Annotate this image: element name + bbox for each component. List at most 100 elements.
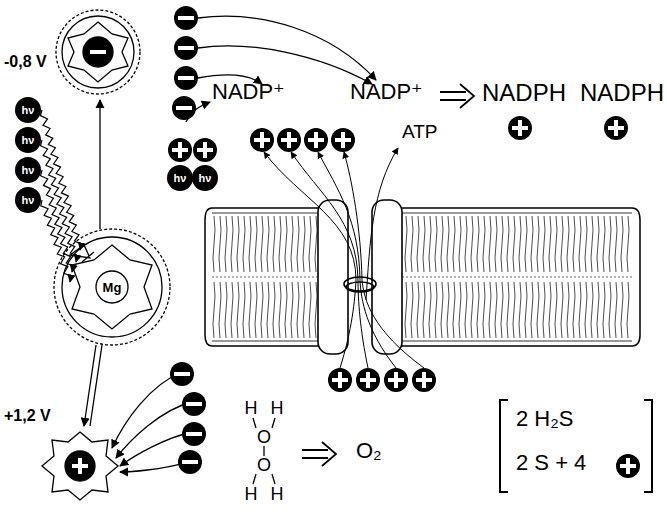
electron-symbol [174, 36, 198, 60]
molecule-label: NADP⁺ [350, 81, 423, 103]
lipid-tail [483, 216, 485, 338]
lipid-tail [489, 216, 491, 338]
atom-label: H [271, 399, 284, 417]
lipid-tail [615, 216, 617, 338]
sign-bar [186, 432, 202, 436]
lipid-tail [585, 216, 587, 338]
lipid-tail [225, 216, 227, 338]
photon-disk [15, 187, 41, 213]
electron-symbol [170, 362, 194, 386]
sign-bar [178, 46, 194, 50]
sign-bar [182, 460, 198, 464]
lipid-tail [315, 216, 317, 338]
atom-label: H [245, 485, 258, 503]
lipid-tail [603, 216, 605, 338]
lipid-tail [279, 216, 281, 338]
lipid-tail [537, 216, 539, 338]
proton-symbol [328, 368, 352, 392]
lipid-tail [525, 216, 527, 338]
lipid-tail [477, 216, 479, 338]
lipid-tail [567, 216, 569, 338]
electron-symbol [174, 6, 198, 30]
molecule-label: NADPH [580, 81, 664, 105]
proton-symbol [356, 368, 380, 392]
lipid-tail [549, 216, 551, 338]
lipid-tail [531, 216, 533, 338]
photon-disk [15, 157, 41, 183]
lipid-tail [465, 216, 467, 338]
lipid-tail [459, 216, 461, 338]
proton-symbol [604, 116, 628, 140]
sign-bar [287, 132, 291, 148]
atom-label: H [245, 399, 258, 417]
lipid-tail [243, 216, 245, 338]
photon-label: hν [199, 173, 212, 184]
electron-symbol [182, 392, 206, 416]
lipid-tail [309, 216, 311, 338]
proton-symbol [384, 368, 408, 392]
photon-label: hν [22, 165, 35, 176]
proton-symbol [616, 454, 640, 478]
potential-label: +1,2 V [4, 408, 51, 424]
lipid-tail [249, 216, 251, 338]
light-ray [41, 170, 74, 272]
molecule-label: ATP [402, 122, 438, 141]
formula-label: 2 H₂S [516, 408, 573, 430]
lipid-tail [609, 216, 611, 338]
light-ray [41, 140, 78, 262]
lipid-tail [441, 216, 443, 338]
sign-bar [178, 76, 194, 80]
proton-symbol [250, 128, 274, 152]
sign-bar [186, 402, 202, 406]
lipid-tail [513, 216, 515, 338]
molecule-label: NADP⁺ [212, 81, 285, 103]
reaction-arrow [302, 84, 474, 466]
molecule-label: NADPH [482, 81, 566, 105]
lipid-tail [405, 216, 407, 338]
element-label: Mg [103, 281, 122, 294]
photon-label: hν [22, 105, 35, 116]
sign-bar [338, 372, 342, 388]
sign-bar [518, 120, 522, 136]
proton-symbol [412, 368, 436, 392]
lipid-tail [297, 216, 299, 338]
proton-symbol [508, 116, 532, 140]
lipid-tail [543, 216, 545, 338]
sign-bar [178, 16, 194, 20]
photon-disk [167, 165, 193, 191]
lipid-tail [255, 216, 257, 338]
atom-label: H [271, 485, 284, 503]
sign-bar [341, 132, 345, 148]
lipid-tail [573, 216, 575, 338]
photon-label: hν [22, 195, 35, 206]
lipid-tail [447, 216, 449, 338]
lipid-tail [261, 216, 263, 338]
lipid-tail [591, 216, 593, 338]
proton-symbol [193, 138, 217, 162]
lipid-tail [219, 216, 221, 338]
lipid-tail [231, 216, 233, 338]
ions [15, 6, 640, 478]
electron-symbol [172, 96, 196, 120]
photon-label: hν [22, 135, 35, 146]
electron-symbol [182, 422, 206, 446]
proton-symbol [168, 138, 192, 162]
bracket [500, 400, 652, 492]
sign-bar [626, 458, 630, 474]
lipid-tail [411, 216, 413, 338]
sign-bar [614, 120, 618, 136]
lipid-tail [471, 216, 473, 338]
lipid-tail [267, 216, 269, 338]
proton-symbol [304, 128, 328, 152]
sign-bar [174, 372, 190, 376]
atom-label: O [257, 428, 271, 446]
water-bonds [253, 418, 275, 484]
lipid-tail [579, 216, 581, 338]
potential-label: -0,8 V [4, 54, 47, 70]
proton-symbol [277, 128, 301, 152]
lipid-tail [303, 216, 305, 338]
sign-bar [366, 372, 370, 388]
sign-bar [178, 142, 182, 158]
formula-label: 2 S + 4 [516, 452, 586, 474]
